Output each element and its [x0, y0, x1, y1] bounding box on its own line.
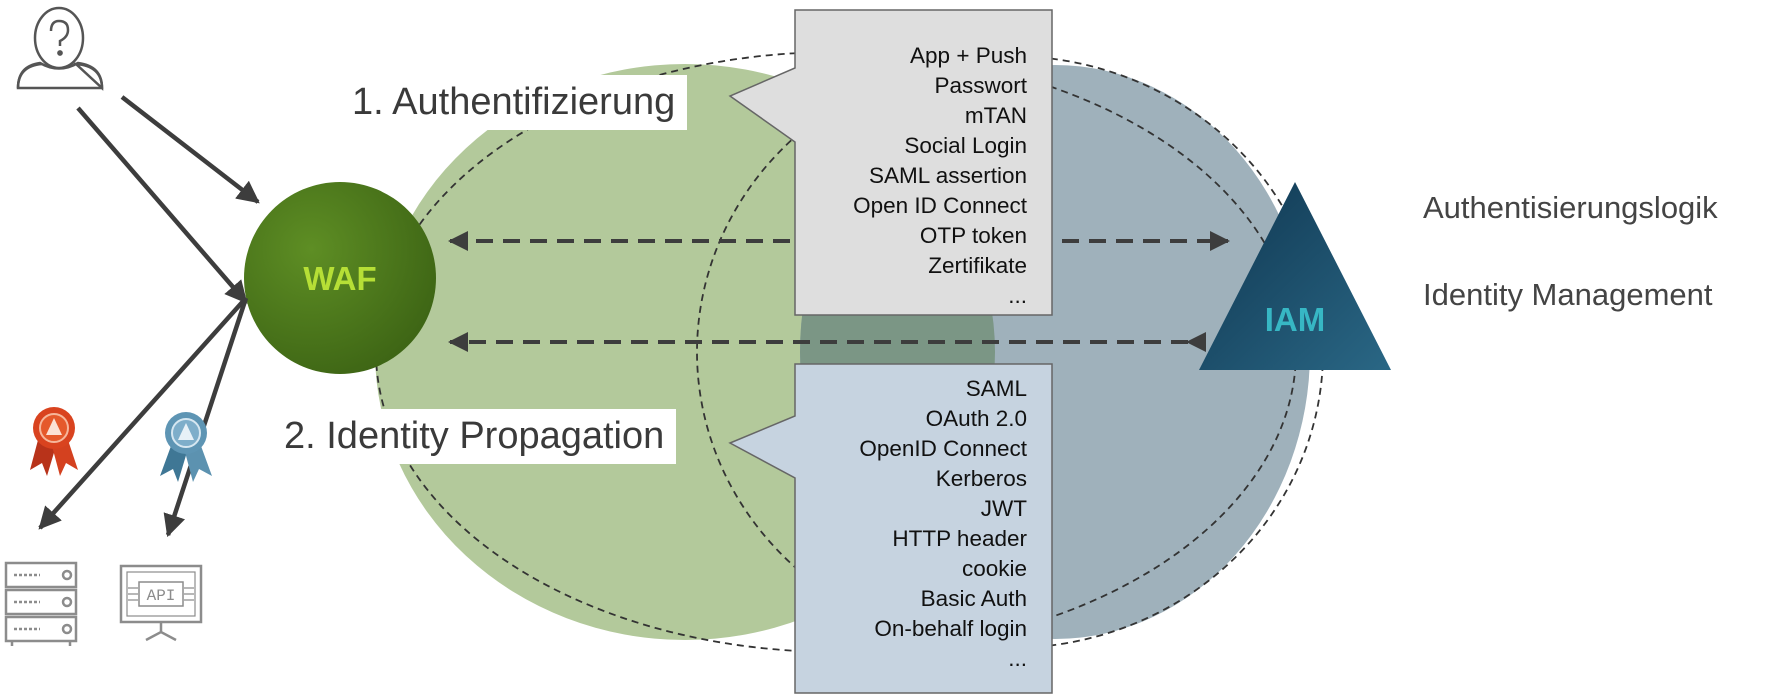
iam-node: IAM [1199, 182, 1391, 370]
waf-to-api-arrow [163, 297, 249, 538]
iam-label: IAM [1265, 301, 1326, 338]
step-authentication-label: 1. Authentifizierung [340, 75, 688, 130]
user-to-waf-arrow [120, 95, 260, 204]
propagation-methods-callout [728, 363, 1053, 694]
method-item: SAML assertion [869, 163, 1027, 188]
method-item: ... [1008, 646, 1027, 671]
svg-text:API: API [147, 587, 176, 605]
method-item: HTTP header [892, 526, 1027, 551]
method-item: OTP token [919, 223, 1027, 248]
server-rack-icon [4, 561, 78, 646]
method-item: On-behalf login [874, 616, 1027, 641]
auth-methods-callout [728, 9, 1053, 316]
method-item: JWT [980, 496, 1027, 521]
method-item: Passwort [934, 73, 1027, 98]
method-item: Kerberos [935, 466, 1027, 491]
method-item: ... [1008, 283, 1027, 308]
method-item: cookie [961, 556, 1027, 581]
method-item: mTAN [964, 103, 1027, 128]
blue-certificate-icon [160, 412, 212, 482]
method-item: Social Login [904, 133, 1027, 158]
method-item: Basic Auth [920, 586, 1027, 611]
auth-flow-arrows [448, 231, 1230, 352]
waf-to-server-arrow [38, 296, 248, 530]
method-item: SAML [965, 376, 1027, 401]
waf-label: WAF [303, 260, 376, 297]
api-monitor-icon: API [119, 564, 203, 642]
user-to-waf-arrow-2 [76, 106, 248, 304]
method-item: Zertifikate [928, 253, 1027, 278]
method-item: OAuth 2.0 [925, 406, 1027, 431]
method-item: OpenID Connect [859, 436, 1027, 461]
red-certificate-icon [30, 407, 78, 476]
user-unknown-icon [16, 6, 104, 91]
step-propagation-label: 2. Identity Propagation [272, 409, 677, 464]
method-item: Open ID Connect [853, 193, 1027, 218]
authentication-logic-label: Authentisierungslogik [1423, 190, 1718, 225]
client-arrows [38, 95, 260, 538]
identity-management-label: Identity Management [1423, 277, 1713, 312]
method-item: App + Push [910, 43, 1027, 68]
waf-node: WAF [244, 182, 436, 374]
